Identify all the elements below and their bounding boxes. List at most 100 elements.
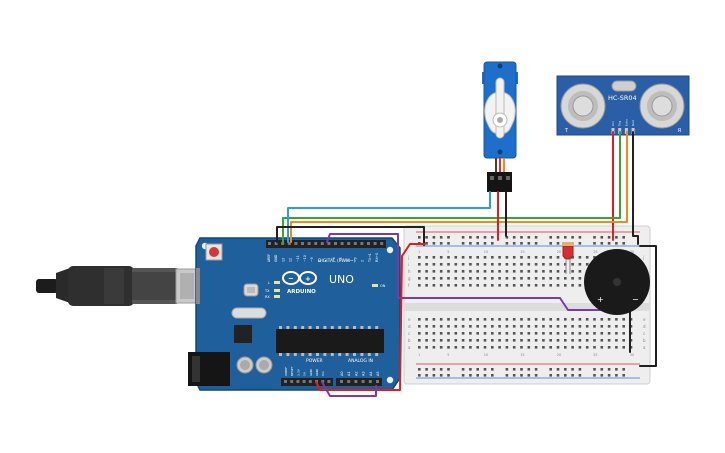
rail-hole[interactable] <box>491 236 494 239</box>
strip-hole[interactable] <box>564 318 567 321</box>
strip-hole[interactable] <box>454 270 458 273</box>
strip-hole[interactable] <box>483 263 487 266</box>
rail-hole[interactable] <box>491 374 494 377</box>
strip-hole[interactable] <box>483 332 487 335</box>
strip-hole[interactable] <box>600 339 604 342</box>
rail-hole[interactable] <box>607 374 611 377</box>
rail-hole[interactable] <box>549 242 552 245</box>
rail-hole[interactable] <box>476 236 479 239</box>
strip-hole[interactable] <box>447 284 450 287</box>
strip-hole[interactable] <box>578 332 582 335</box>
strip-hole[interactable] <box>571 339 574 342</box>
rail-hole[interactable] <box>556 236 560 239</box>
rail-hole[interactable] <box>564 374 567 377</box>
strip-hole[interactable] <box>491 270 494 273</box>
strip-hole[interactable] <box>556 284 560 287</box>
strip-hole[interactable] <box>418 332 421 335</box>
sensor-pin[interactable] <box>624 128 628 134</box>
strip-hole[interactable] <box>498 332 501 335</box>
rail-hole[interactable] <box>461 368 465 371</box>
strip-hole[interactable] <box>454 346 458 349</box>
rail-hole[interactable] <box>600 374 604 377</box>
strip-hole[interactable] <box>534 325 538 328</box>
strip-hole[interactable] <box>564 346 567 349</box>
analog-pin[interactable] <box>340 380 343 383</box>
strip-hole[interactable] <box>447 318 450 321</box>
strip-hole[interactable] <box>447 263 450 266</box>
strip-hole[interactable] <box>439 277 443 280</box>
rail-hole[interactable] <box>549 374 552 377</box>
strip-hole[interactable] <box>585 263 589 266</box>
strip-hole[interactable] <box>461 332 465 335</box>
strip-hole[interactable] <box>593 325 596 328</box>
strip-hole[interactable] <box>432 277 436 280</box>
rail-hole[interactable] <box>418 236 421 239</box>
strip-hole[interactable] <box>571 346 574 349</box>
strip-hole[interactable] <box>527 332 531 335</box>
rail-hole[interactable] <box>483 374 487 377</box>
strip-hole[interactable] <box>491 332 494 335</box>
strip-hole[interactable] <box>607 332 611 335</box>
strip-hole[interactable] <box>527 277 531 280</box>
strip-hole[interactable] <box>607 318 611 321</box>
strip-hole[interactable] <box>454 339 458 342</box>
strip-hole[interactable] <box>454 325 458 328</box>
analog-pin[interactable] <box>368 380 372 383</box>
strip-hole[interactable] <box>564 270 567 273</box>
strip-hole[interactable] <box>498 263 501 266</box>
strip-hole[interactable] <box>622 346 625 349</box>
strip-hole[interactable] <box>578 270 582 273</box>
power-pin[interactable] <box>327 380 331 383</box>
strip-hole[interactable] <box>571 277 574 280</box>
rail-hole[interactable] <box>578 368 582 371</box>
strip-hole[interactable] <box>483 256 487 259</box>
strip-hole[interactable] <box>483 339 487 342</box>
strip-hole[interactable] <box>418 270 421 273</box>
strip-hole[interactable] <box>556 277 560 280</box>
strip-hole[interactable] <box>439 346 443 349</box>
strip-hole[interactable] <box>447 256 450 259</box>
strip-hole[interactable] <box>578 284 582 287</box>
strip-hole[interactable] <box>578 256 582 259</box>
rail-hole[interactable] <box>564 368 567 371</box>
digital-pin[interactable] <box>314 242 318 245</box>
rail-hole[interactable] <box>622 368 625 371</box>
strip-hole[interactable] <box>439 332 443 335</box>
reset-button[interactable] <box>205 243 223 261</box>
strip-hole[interactable] <box>432 339 436 342</box>
rail-hole[interactable] <box>607 368 611 371</box>
strip-hole[interactable] <box>439 325 443 328</box>
strip-hole[interactable] <box>578 325 582 328</box>
strip-hole[interactable] <box>432 325 436 328</box>
strip-hole[interactable] <box>447 277 450 280</box>
strip-hole[interactable] <box>571 263 574 266</box>
strip-hole[interactable] <box>549 318 552 321</box>
strip-hole[interactable] <box>600 332 604 335</box>
strip-hole[interactable] <box>534 339 538 342</box>
strip-hole[interactable] <box>439 263 443 266</box>
strip-hole[interactable] <box>483 277 487 280</box>
rail-hole[interactable] <box>593 374 596 377</box>
rail-hole[interactable] <box>425 236 428 239</box>
rail-hole[interactable] <box>520 374 523 377</box>
rail-hole[interactable] <box>622 236 625 239</box>
rail-hole[interactable] <box>578 374 582 377</box>
strip-hole[interactable] <box>615 346 618 349</box>
rail-hole[interactable] <box>512 374 516 377</box>
rail-hole[interactable] <box>600 236 604 239</box>
strip-hole[interactable] <box>520 263 523 266</box>
strip-hole[interactable] <box>600 325 604 328</box>
rail-hole[interactable] <box>476 374 479 377</box>
rail-hole[interactable] <box>571 236 574 239</box>
rail-hole[interactable] <box>505 368 509 371</box>
strip-hole[interactable] <box>432 270 436 273</box>
strip-hole[interactable] <box>585 325 589 328</box>
strip-hole[interactable] <box>505 339 509 342</box>
strip-hole[interactable] <box>425 263 428 266</box>
strip-hole[interactable] <box>505 332 509 335</box>
rail-hole[interactable] <box>607 242 611 245</box>
analog-pin[interactable] <box>376 380 379 383</box>
rail-hole[interactable] <box>600 368 604 371</box>
sensor-pin[interactable] <box>631 128 635 134</box>
strip-hole[interactable] <box>542 284 545 287</box>
